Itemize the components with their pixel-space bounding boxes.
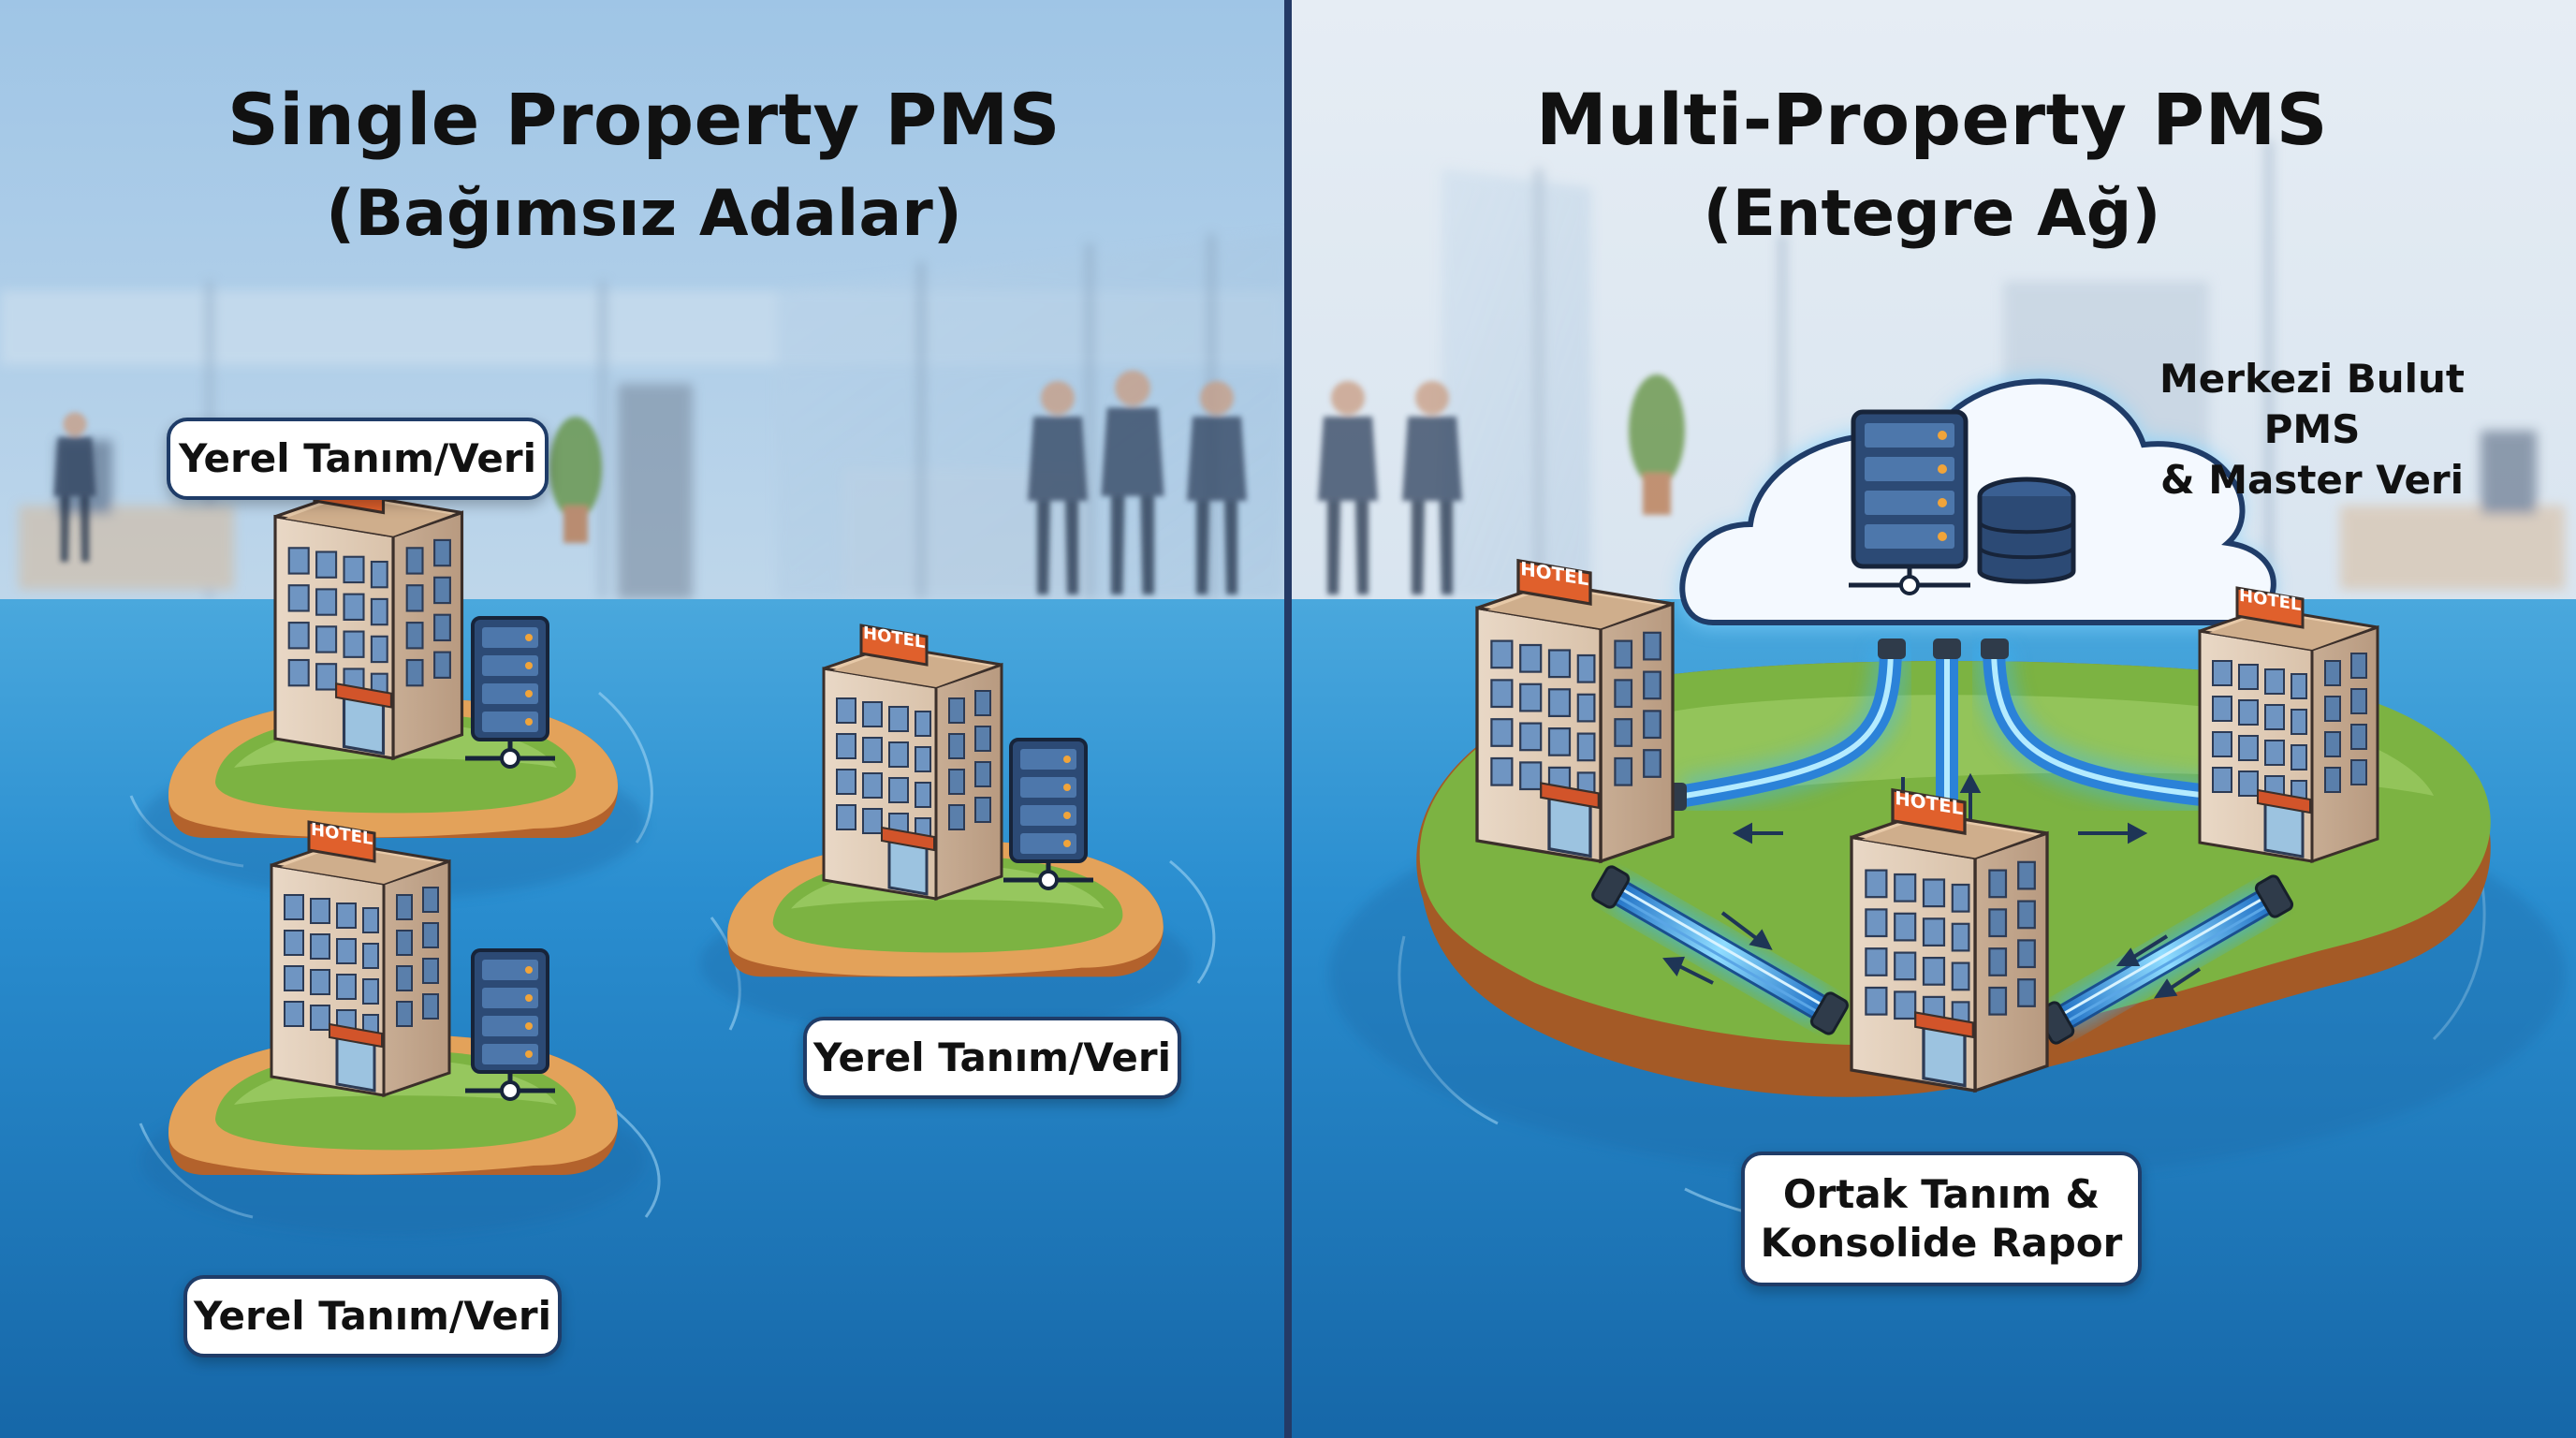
left-island-label-2: Yerel Tanım/Veri	[803, 1017, 1181, 1099]
right-title: Multi-Property PMS	[1536, 78, 2328, 161]
left-subtitle: (Bağımsız Adalar)	[326, 177, 962, 251]
cloud-label-line2: & Master Veri	[2159, 457, 2465, 503]
flow-arrows	[1662, 772, 2202, 999]
left-island-label-3: Yerel Tanım/Veri	[183, 1275, 562, 1357]
right-subtitle: (Entegre Ağ)	[1703, 177, 2161, 251]
left-title: Single Property PMS	[227, 78, 1061, 161]
left-island-label-1: Yerel Tanım/Veri	[167, 418, 549, 500]
cloud-label-line1: Merkezi Bulut PMS	[2159, 356, 2466, 452]
right-hotel-2	[2198, 584, 2379, 863]
cloud-server-icon	[1849, 409, 2076, 595]
cloud-label: Merkezi Bulut PMS & Master Veri	[2106, 354, 2518, 506]
panel-divider	[1284, 0, 1292, 1438]
right-hotel-1	[1475, 556, 1675, 863]
bottom-label-line1: Ortak Tanım &	[1782, 1171, 2100, 1217]
right-hotel-3	[1850, 785, 2049, 1093]
consolidated-report-label: Ortak Tanım & Konsolide Rapor	[1741, 1152, 2142, 1286]
bottom-label-line2: Konsolide Rapor	[1760, 1220, 2123, 1266]
